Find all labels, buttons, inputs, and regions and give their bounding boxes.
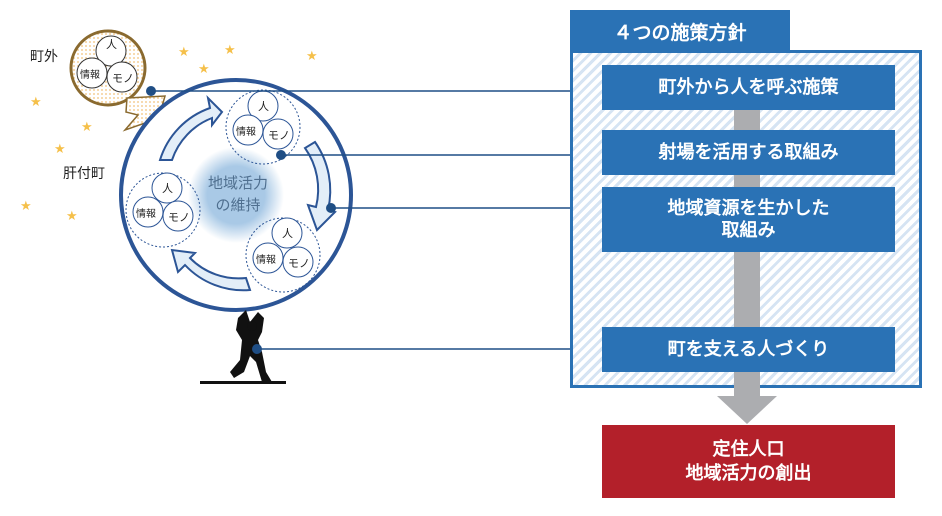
things-label: モノ — [112, 72, 134, 85]
star-icon: ★ — [178, 45, 190, 60]
info-label: 情報 — [256, 255, 276, 266]
outside-town-label: 町外 — [30, 49, 58, 65]
person-label: 人 — [282, 227, 293, 240]
info-label: 情報 — [80, 70, 100, 81]
policy-item: 町外から人を呼ぶ施策 — [602, 65, 895, 110]
center-glow — [188, 147, 284, 243]
star-icon: ★ — [198, 62, 210, 77]
flow-arrow-icon — [717, 396, 777, 424]
connector-dots — [146, 86, 336, 354]
policy-item-line1: 地域資源を生かした — [667, 197, 830, 219]
center-line2: の維持 — [215, 196, 261, 214]
things-label: モノ — [288, 257, 310, 270]
star-icon: ★ — [30, 95, 42, 110]
things-label: モノ — [168, 211, 190, 224]
policy-item: 地域資源を生かした 取組み — [602, 187, 895, 252]
person-label: 人 — [162, 182, 173, 195]
resource-groups — [125, 89, 321, 293]
things-label: モノ — [268, 129, 290, 142]
person-silhouette-icon — [200, 310, 286, 384]
result-box: 定住人口 地域活力の創出 — [602, 425, 895, 498]
town-label: 肝付町 — [63, 166, 105, 182]
policy-panel-title: ４つの施策方針 — [570, 10, 790, 52]
info-label: 情報 — [136, 209, 156, 220]
center-label: 地域活力 の維持 — [196, 172, 280, 216]
policy-item-line2: 取組み — [721, 219, 776, 241]
policy-item: 町を支える人づくり — [602, 327, 895, 372]
result-line1: 定住人口 — [712, 438, 785, 460]
info-label: 情報 — [236, 127, 256, 138]
star-icon: ★ — [81, 120, 93, 135]
policy-item: 射場を活用する取組み — [602, 130, 895, 175]
star-icon: ★ — [224, 43, 236, 58]
result-line2: 地域活力の創出 — [685, 462, 812, 484]
star-icon: ★ — [54, 142, 66, 157]
star-icon: ★ — [66, 209, 78, 224]
stars: ★ ★ ★ ★ ★ ★ ★ ★ ★ — [20, 43, 318, 224]
person-label: 人 — [258, 100, 269, 113]
connector-lines — [151, 90, 602, 350]
center-line1: 地域活力 — [207, 174, 268, 192]
star-icon: ★ — [20, 199, 32, 214]
person-label: 人 — [106, 38, 117, 51]
star-icon: ★ — [306, 49, 318, 64]
